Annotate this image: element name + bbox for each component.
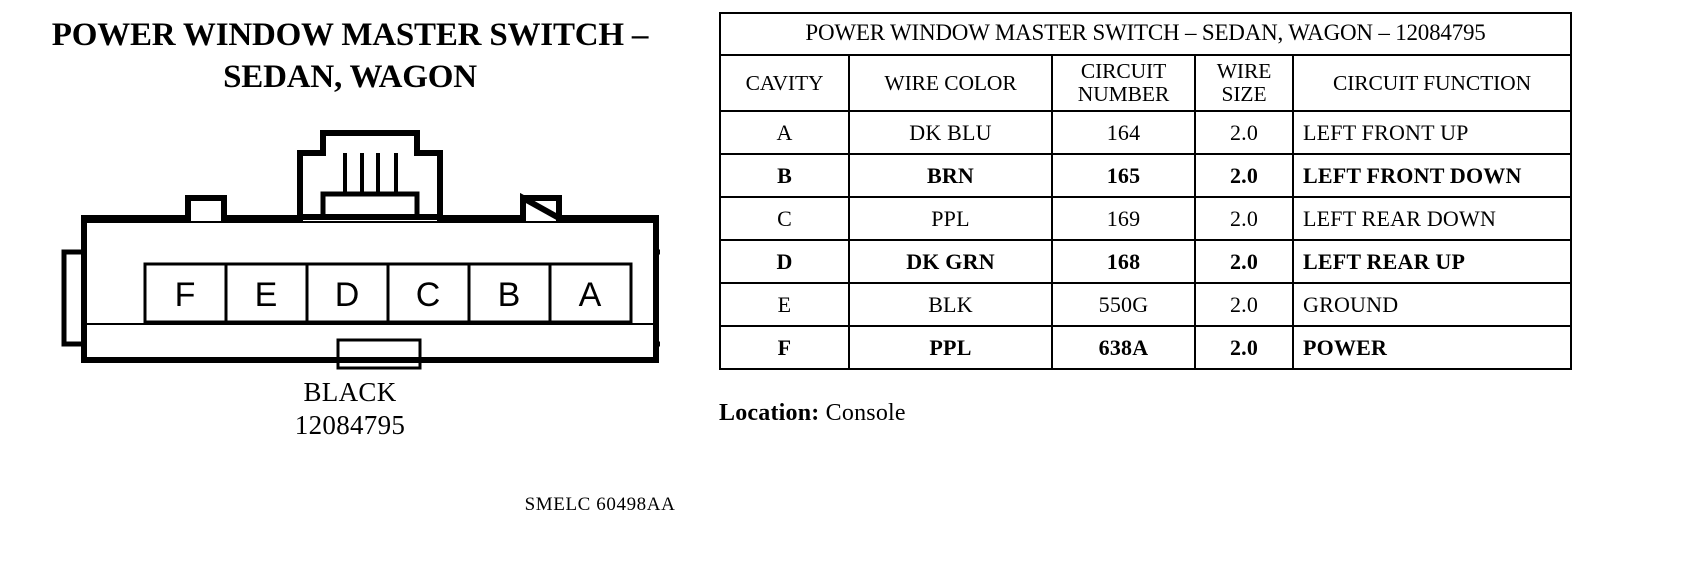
cell-circuit-number: 164 (1051, 110, 1196, 155)
header-circuit-number: CIRCUIT NUMBER (1051, 54, 1196, 112)
cavity-label-d: D (335, 276, 360, 314)
page-title: POWER WINDOW MASTER SWITCH – SEDAN, WAGO… (0, 14, 700, 98)
connector-body-outline (81, 219, 659, 363)
cell-circuit-function: LEFT FRONT UP (1292, 110, 1572, 155)
connector-diagram-panel: POWER WINDOW MASTER SWITCH – SEDAN, WAGO… (0, 0, 700, 576)
table-row: A DK BLU 164 2.0 LEFT FRONT UP (719, 110, 1572, 155)
connector-color-label: BLACK (303, 377, 397, 407)
cell-wire-color: BRN (848, 153, 1053, 198)
header-cavity: CAVITY (719, 54, 850, 112)
cell-wire-color: BLK (848, 282, 1053, 327)
cell-wire-color: DK BLU (848, 110, 1053, 155)
table-row: B BRN 165 2.0 LEFT FRONT DOWN (719, 153, 1572, 198)
table-row: E BLK 550G 2.0 GROUND (719, 282, 1572, 327)
latch-top-outline (320, 130, 420, 156)
cell-wire-size: 2.0 (1194, 282, 1294, 327)
header-circuit-number-line-2: NUMBER (1077, 82, 1170, 106)
cell-circuit-number: 550G (1051, 282, 1196, 327)
cell-cavity: A (719, 110, 850, 155)
cell-wire-color: PPL (848, 196, 1053, 241)
cavity-label-c: C (416, 276, 441, 314)
location-value: Console (825, 400, 906, 426)
cell-circuit-number: 169 (1051, 196, 1196, 241)
connector-top-left-edge (81, 195, 303, 225)
cell-wire-size: 2.0 (1194, 239, 1294, 284)
table-row: C PPL 169 2.0 LEFT REAR DOWN (719, 196, 1572, 241)
connector-illustration: F E D C B A (60, 112, 660, 372)
cell-cavity: C (719, 196, 850, 241)
cavity-label-group: F E D C B A (175, 276, 602, 314)
cell-wire-size: 2.0 (1194, 196, 1294, 241)
cell-wire-size: 2.0 (1194, 110, 1294, 155)
cell-circuit-number: 165 (1051, 153, 1196, 198)
pinout-table: POWER WINDOW MASTER SWITCH – SEDAN, WAGO… (719, 12, 1572, 370)
pinout-table-panel: POWER WINDOW MASTER SWITCH – SEDAN, WAGO… (719, 12, 1572, 370)
cell-cavity: D (719, 239, 850, 284)
table-title-row: POWER WINDOW MASTER SWITCH – SEDAN, WAGO… (719, 12, 1572, 56)
header-circuit-function: CIRCUIT FUNCTION (1292, 54, 1572, 112)
table-body: A DK BLU 164 2.0 LEFT FRONT UP B BRN 165… (719, 110, 1572, 370)
latch-crossbar (320, 191, 420, 220)
cell-wire-size: 2.0 (1194, 153, 1294, 198)
cavity-box-group (143, 262, 633, 324)
cell-circuit-number: 638A (1051, 325, 1196, 370)
cell-cavity: E (719, 282, 850, 327)
table-title: POWER WINDOW MASTER SWITCH – SEDAN, WAGO… (719, 12, 1572, 56)
cell-wire-color: DK GRN (848, 239, 1053, 284)
cell-circuit-function: POWER (1292, 325, 1572, 370)
location-line: Location: Console (719, 400, 906, 427)
connector-key-slot (336, 338, 422, 370)
cell-circuit-function: LEFT REAR DOWN (1292, 196, 1572, 241)
cavity-label-f: F (175, 276, 196, 314)
cell-circuit-function: LEFT FRONT DOWN (1292, 153, 1572, 198)
header-circuit-number-line-1: CIRCUIT (1080, 59, 1167, 84)
connector-right-notch (520, 195, 562, 221)
location-label: Location: (719, 400, 820, 426)
cavity-label-e: E (255, 276, 278, 314)
cell-wire-color: PPL (848, 325, 1053, 370)
cavity-box-a (548, 262, 633, 324)
connector-part-number: 12084795 (294, 409, 406, 440)
cell-cavity: B (719, 153, 850, 198)
connector-caption: BLACK 12084795 (0, 376, 700, 442)
header-wire-size-line-2: SIZE (1221, 82, 1267, 106)
table-row: F PPL 638A 2.0 POWER (719, 325, 1572, 370)
cell-circuit-number: 168 (1051, 239, 1196, 284)
cell-cavity: F (719, 325, 850, 370)
cavity-label-b: B (498, 276, 521, 314)
table-row: D DK GRN 168 2.0 LEFT REAR UP (719, 239, 1572, 284)
header-wire-color: WIRE COLOR (848, 54, 1053, 112)
cell-circuit-function: LEFT REAR UP (1292, 239, 1572, 284)
connector-left-ear (61, 249, 87, 347)
header-wire-size-line-1: WIRE (1216, 59, 1272, 84)
cell-circuit-function: GROUND (1292, 282, 1572, 327)
page-title-line-2: SEDAN, WAGON (223, 59, 477, 96)
header-wire-size: WIRE SIZE (1194, 54, 1294, 112)
smelc-code: SMELC 60498AA (524, 494, 676, 515)
table-header-row: CAVITY WIRE COLOR CIRCUIT NUMBER WIRE SI… (719, 54, 1572, 112)
cell-wire-size: 2.0 (1194, 325, 1294, 370)
page-title-line-1: POWER WINDOW MASTER SWITCH – (51, 17, 649, 53)
cavity-label-a: A (579, 276, 602, 314)
